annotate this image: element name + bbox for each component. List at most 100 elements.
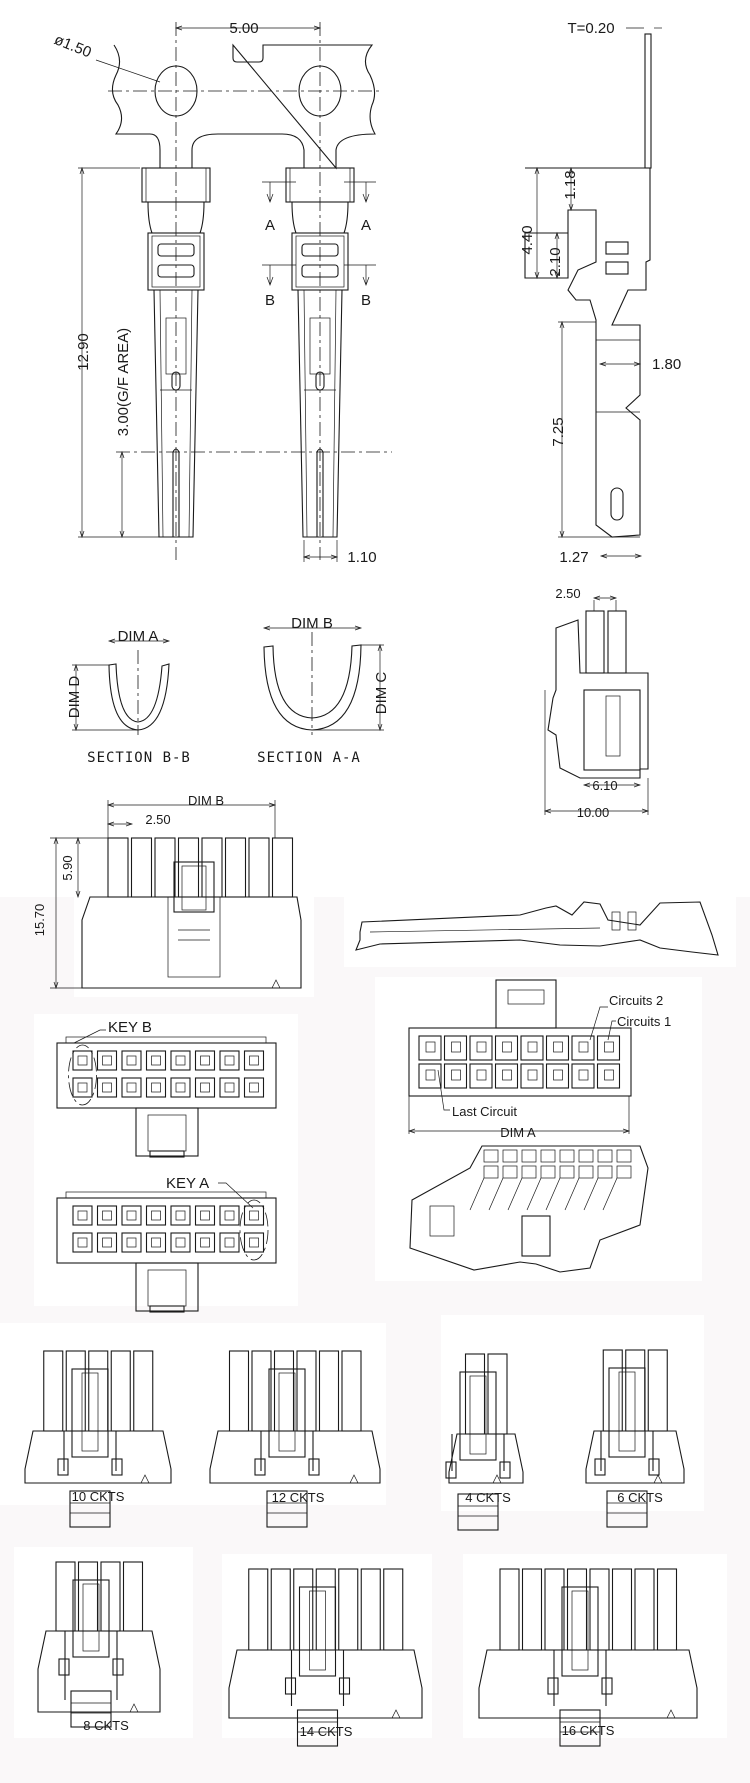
iso-rib [583, 1177, 599, 1211]
circuits-2-leader [589, 1006, 608, 1041]
variant-label-14: 14 CKTS [300, 1724, 353, 1739]
section-aa-dim-b: DIM B [291, 615, 333, 632]
iso-cavity [483, 1165, 499, 1179]
cavity [243, 1205, 265, 1226]
housing-body [24, 1430, 172, 1484]
polarity-mark [349, 1474, 359, 1484]
last-circuit-leader [437, 1069, 450, 1111]
cavity [243, 1050, 265, 1071]
iso-line [369, 927, 601, 933]
cavity [145, 1232, 167, 1253]
iso-side-latch [429, 1205, 455, 1237]
polarity-mark [492, 1474, 502, 1484]
iso-rib [488, 1177, 504, 1211]
cavity-inner [102, 1237, 112, 1248]
cavity [72, 1077, 93, 1098]
dim-6-10-arrow [582, 782, 591, 788]
latch-inner [82, 1583, 100, 1652]
polarity-mark [391, 1709, 401, 1719]
side-dim-7-25: 7.25 [550, 417, 567, 446]
insulation-box-inner [151, 235, 201, 288]
cavity-inner [224, 1210, 235, 1221]
section-markers [78, 166, 392, 562]
latch [608, 1367, 646, 1458]
housing-side-inner: 6.10 [592, 778, 617, 793]
top-latch-window [507, 989, 545, 1005]
side-dim-2-10: 2.10 [547, 247, 564, 276]
iso-cavity [616, 1165, 632, 1179]
cavity [72, 1050, 93, 1071]
cavity-inner [224, 1055, 235, 1066]
latch-base [266, 1490, 308, 1528]
iso-slot [611, 911, 621, 931]
iso-cavity [502, 1149, 518, 1163]
cavity-inner [200, 1082, 210, 1093]
contact-pin [297, 289, 343, 538]
thickness-dimension: T=0.20 [567, 20, 614, 37]
cavity-inner [126, 1210, 137, 1221]
keyed-connector-a [56, 1191, 277, 1313]
terminal-plate [644, 33, 652, 169]
latch-base [559, 1709, 601, 1747]
pin-tower [201, 837, 223, 898]
variant-6-ckts [585, 1349, 685, 1528]
slot [157, 243, 195, 257]
transition [291, 201, 349, 234]
cavity [145, 1050, 167, 1071]
housing-body [37, 1630, 161, 1713]
latch-base [606, 1490, 648, 1528]
cavity-inner [425, 1041, 436, 1053]
section-aa-shape [263, 644, 362, 731]
cavity [194, 1050, 216, 1071]
latch-grip [149, 1150, 185, 1158]
iso-rib [469, 1177, 485, 1211]
polarity-mark [129, 1703, 139, 1713]
latch-base [70, 1690, 112, 1728]
last-circuit-label: Last Circuit [452, 1104, 517, 1119]
section-arrow-a [362, 182, 370, 203]
cavity [121, 1232, 142, 1253]
section-arrow-b [362, 265, 370, 286]
variant-panel-16 [463, 1554, 727, 1738]
cavity-inner [175, 1055, 186, 1066]
iso-cavity [502, 1165, 518, 1179]
iso-cavity [616, 1149, 632, 1163]
latch-arms [260, 1431, 314, 1471]
cavity [170, 1077, 191, 1098]
slot [157, 264, 195, 278]
latch-catch [254, 1458, 266, 1476]
cavity-inner [249, 1210, 259, 1221]
pin-tower [154, 837, 176, 898]
iso-cavity [540, 1165, 556, 1179]
cavity-inner [77, 1082, 88, 1093]
cavity-inner [200, 1055, 210, 1066]
iso-cavity [578, 1165, 594, 1179]
cavity [72, 1205, 93, 1226]
crimp-barrel [285, 167, 355, 203]
key-b-leader [73, 1029, 106, 1044]
latch-catch [58, 1658, 70, 1676]
iso-cavity [521, 1165, 537, 1179]
cavity-inner [578, 1041, 589, 1053]
side-dim-1-18: 1.18 [562, 170, 579, 199]
housing-front-view [50, 800, 302, 990]
cavity [596, 1063, 621, 1089]
contact-window [309, 317, 331, 375]
dim-4-40-arrow [534, 166, 540, 175]
pin-tower [248, 837, 270, 898]
cavity [96, 1205, 118, 1226]
side-dim-1-27: 1.27 [559, 549, 588, 566]
circuits-2-label: Circuits 2 [609, 993, 663, 1008]
iso-rib [564, 1177, 580, 1211]
cavity-inner [249, 1055, 259, 1066]
section-bb-title: SECTION B-B [87, 750, 191, 766]
variant-10-ckts [24, 1350, 172, 1528]
cavity-inner [224, 1082, 235, 1093]
side-slot [605, 261, 629, 275]
cavity [494, 1063, 519, 1089]
transition [147, 201, 205, 234]
section-aa-title: SECTION A-A [257, 750, 361, 766]
side-dimple [610, 487, 624, 521]
variant-8-ckts [37, 1561, 161, 1728]
